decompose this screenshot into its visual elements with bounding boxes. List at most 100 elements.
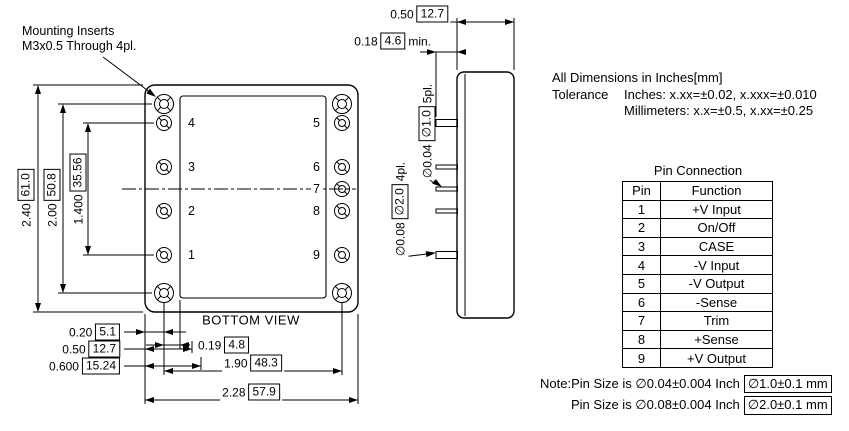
table-row: 5-V Output [622, 273, 773, 294]
mounting-insert-symbol [332, 94, 352, 114]
dim-edge-offset-b: 0.50 12.7 [60, 340, 122, 358]
pin-symbol [334, 247, 350, 263]
tolerance-inches: Inches: x.xx=±0.02, x.xxx=±0.010 [624, 86, 817, 102]
dim-inch-value: 0.50 [62, 342, 86, 356]
dim-inch-value: 0.20 [68, 325, 93, 339]
dim-pin-row-span: 1.400 35.56 [69, 151, 87, 227]
dim-mm-value: 4.8 [224, 336, 250, 354]
module-body-outline [144, 84, 359, 313]
pin-function-cell: +V Output [660, 348, 773, 368]
tolerance-label: Tolerance [552, 86, 609, 102]
pin-number-cell: 1 [622, 199, 661, 220]
table-header-row: Pin Function [622, 181, 773, 201]
dimensions-units-note: All Dimensions in Inches[mm] [552, 70, 723, 85]
pin-number-cell: 4 [622, 255, 661, 275]
pin-symbol [156, 115, 172, 131]
pin-size-note-large: Pin Size is ∅0.08±0.004 Inch ∅2.0±0.1 mm [571, 396, 832, 415]
pin-function-cell: +Sense [660, 329, 773, 350]
note-text: Pin Size is ∅0.08±0.004 Inch [571, 397, 740, 413]
dim-mm-value: 5.1 [95, 323, 120, 341]
dim-pin-col-span: 1.90 48.3 [222, 354, 284, 372]
pin-number-6: 6 [311, 160, 322, 174]
pin-symbol [334, 203, 350, 219]
pin-number-cell: 6 [622, 292, 661, 313]
pin-number-cell: 7 [622, 311, 661, 331]
table-row: 1+V Input [622, 199, 773, 220]
table-row: 4-V Input [622, 255, 773, 275]
pin-number-5: 5 [311, 116, 322, 130]
table-row: 6-Sense [622, 292, 773, 313]
pin-function-cell: CASE [660, 236, 773, 257]
mounting-note-line1: Mounting Inserts [22, 24, 115, 38]
pin-stub-large [435, 251, 458, 259]
bottom-view-title: BOTTOM VIEW [202, 312, 300, 328]
dim-inch-value: 1.400 [71, 194, 85, 225]
note-mm-value: ∅2.0±0.1 mm [743, 396, 832, 415]
pin-number-3: 3 [186, 160, 197, 174]
tolerance-millimeters: Millimeters: x.x=±0.5, x.xx=±0.25 [624, 103, 814, 118]
dim-inch-value: 0.50 [390, 7, 414, 21]
pin-symbol [334, 115, 350, 131]
dim-inch-value: 0.600 [48, 359, 79, 373]
side-body-outline [456, 71, 515, 319]
pin-column-header: Pin [622, 181, 661, 201]
pin-stub-large [435, 119, 458, 127]
pin-function-cell: -V Input [660, 255, 773, 275]
pin-symbol [156, 159, 172, 175]
mounting-insert-symbol [154, 94, 174, 114]
dim-mm-value: 12.7 [88, 340, 120, 358]
pin-function-cell: -V Output [660, 273, 773, 294]
dim-overall-width: 2.28 57.9 [220, 383, 282, 401]
leader-arrow [146, 88, 156, 97]
dim-inch-value: 2.28 [222, 385, 246, 399]
pin-number-cell: 9 [622, 348, 661, 368]
dim-pin-dia-small: ∅0.04 ∅1.0 5pl. [418, 81, 436, 181]
dim-inch-value: ∅0.04 [420, 144, 434, 179]
side-view-dimension-lines [401, 18, 515, 258]
dim-inch-value: 0.19 [198, 338, 222, 352]
mounting-note-leader [102, 56, 152, 94]
pin-function-cell: Trim [660, 311, 773, 331]
function-column-header: Function [660, 181, 773, 201]
dim-inch-value: ∅0.08 [393, 222, 407, 257]
pin-number-4: 4 [186, 116, 197, 130]
mounting-note-line2: M3x0.5 Through 4pl. [22, 39, 137, 53]
dim-mm-value: 48.3 [250, 354, 282, 372]
pin-number-9: 9 [311, 248, 322, 262]
mounting-insert-symbol [154, 283, 174, 303]
pin-function-cell: On/Off [660, 218, 773, 238]
dim-inch-value: 1.90 [224, 356, 248, 370]
dim-mm-value: 35.56 [69, 153, 87, 192]
pin-number-7: 7 [311, 182, 322, 196]
dim-inch-value: 2.40 [19, 203, 33, 227]
dim-mm-value: 50.8 [43, 169, 61, 201]
pin-symbol [334, 159, 350, 175]
dim-inch-value: 0.18 [354, 34, 378, 48]
dim-inch-value: 2.00 [45, 203, 59, 227]
dim-mm-value: ∅2.0 [391, 184, 409, 220]
dim-mm-value: ∅1.0 [418, 106, 436, 142]
pin-function-cell: +V Input [660, 199, 773, 220]
table-row: 8+Sense [622, 329, 773, 350]
dim-pin-dia-large: ∅0.08 ∅2.0 4pl. [391, 159, 409, 259]
table-row: 9+V Output [622, 348, 773, 368]
dim-overall-height: 2.40 61.0 [17, 167, 35, 229]
dim-suffix: min. [408, 34, 431, 48]
pin-size-note-small: Note:Pin Size is ∅0.04±0.004 Inch ∅1.0±0… [540, 375, 832, 394]
pin-number-cell: 5 [622, 273, 661, 294]
pin-symbol [156, 247, 172, 263]
pin-number-8: 8 [311, 204, 322, 218]
module-inner-outline [179, 95, 327, 299]
dim-pin-length: 0.18 4.6 min. [352, 32, 433, 50]
pin-size-notes: Note:Pin Size is ∅0.04±0.004 Inch ∅1.0±0… [540, 375, 832, 415]
pin-stub-small [435, 164, 458, 170]
pin-stub-small [435, 208, 458, 214]
pin-number-1: 1 [186, 248, 197, 262]
dim-mm-value: 61.0 [17, 169, 35, 201]
bottom-view-dimension-lines [33, 84, 359, 404]
